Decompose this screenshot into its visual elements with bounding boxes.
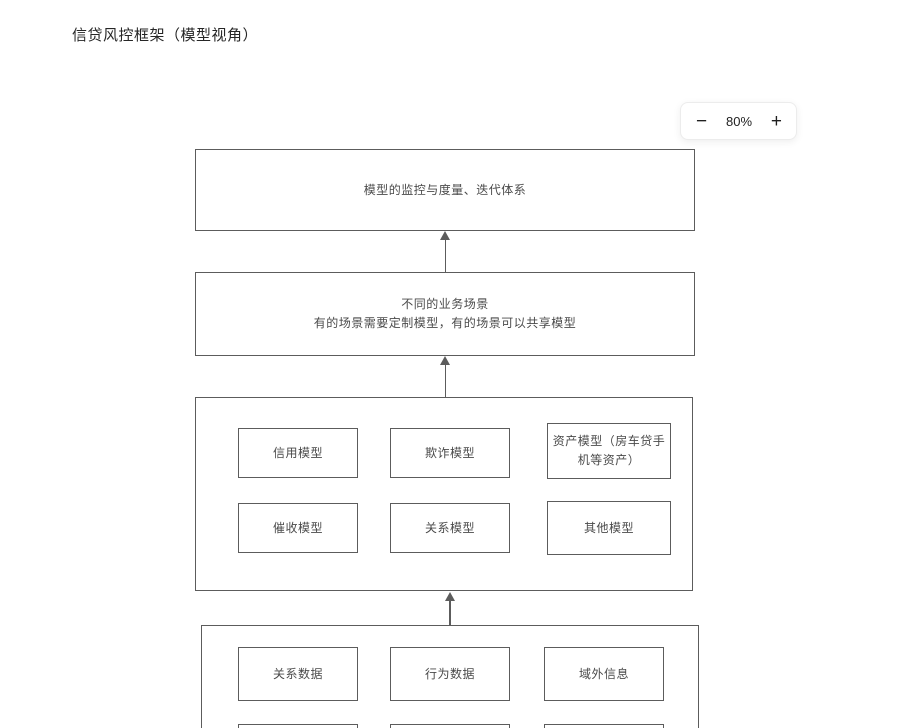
model-box-relation[interactable]: 关系模型 [390, 503, 510, 553]
zoom-control: − 80% + [680, 102, 797, 140]
data-label: 行为数据 [424, 666, 475, 681]
zoom-out-button[interactable]: − [696, 112, 707, 131]
arrow-up-icon [440, 356, 450, 365]
model-box-other[interactable]: 其他模型 [547, 501, 671, 555]
data-box-relation-data[interactable]: 关系数据 [238, 647, 358, 701]
zoom-level-label: 80% [725, 113, 753, 129]
connector-models-to-scenario [444, 364, 446, 397]
page-title: 信贷风控框架（模型视角） [72, 27, 259, 44]
data-box-behavior-data[interactable]: 行为数据 [390, 647, 510, 701]
plus-icon: + [770, 110, 782, 132]
model-box-asset[interactable]: 资产模型（房车贷手机等资产） [547, 423, 671, 479]
scenario-line2: 有的场景需要定制模型，有的场景可以共享模型 [313, 316, 577, 330]
connector-scenario-to-monitor [444, 239, 446, 272]
model-label: 其他模型 [583, 520, 634, 535]
arrow-up-icon [444, 592, 455, 601]
model-label: 催收模型 [272, 520, 323, 535]
business-scenario-box[interactable]: 不同的业务场景 有的场景需要定制模型，有的场景可以共享模型 [195, 272, 695, 356]
data-label: 关系数据 [272, 666, 323, 681]
model-label: 欺诈模型 [424, 445, 475, 460]
monitor-system-box[interactable]: 模型的监控与度量、迭代体系 [195, 149, 695, 231]
data-box-cutoff[interactable] [390, 724, 510, 728]
data-box-external-info[interactable]: 域外信息 [544, 647, 664, 701]
model-box-credit[interactable]: 信用模型 [238, 428, 358, 478]
model-label: 信用模型 [272, 445, 323, 460]
zoom-in-button[interactable]: + [771, 112, 782, 131]
monitor-system-label: 模型的监控与度量、迭代体系 [363, 182, 527, 197]
data-box-cutoff[interactable] [238, 724, 358, 728]
model-box-fraud[interactable]: 欺诈模型 [390, 428, 510, 478]
model-box-collection[interactable]: 催收模型 [238, 503, 358, 553]
models-group-box[interactable]: 信用模型 欺诈模型 资产模型（房车贷手机等资产） 催收模型 关系模型 其他模型 [195, 397, 693, 591]
connector-data-to-models [449, 600, 451, 625]
model-label: 资产模型（房车贷手机等资产） [552, 434, 666, 467]
data-box-cutoff[interactable] [544, 724, 664, 728]
scenario-line1: 不同的业务场景 [401, 297, 489, 311]
data-label: 域外信息 [578, 666, 629, 681]
data-group-box[interactable]: 关系数据 行为数据 域外信息 [201, 625, 699, 728]
minus-icon: − [696, 110, 708, 132]
arrow-up-icon [440, 231, 450, 240]
model-label: 关系模型 [424, 520, 475, 535]
